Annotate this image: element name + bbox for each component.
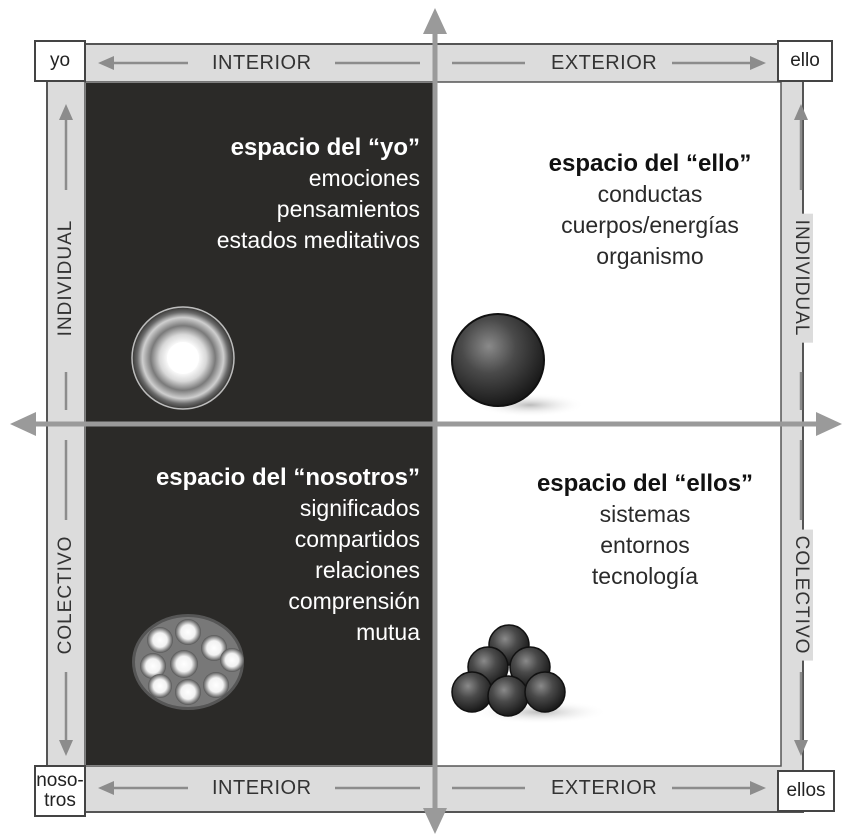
dark-panel-lower	[86, 426, 435, 765]
bottom-exterior-label: EXTERIOR	[543, 775, 666, 801]
quadrant-ello-text: espacio del “ello” conductas cuerpos/ene…	[520, 148, 780, 272]
quadrant-ello-item: cuerpos/energías	[561, 212, 739, 238]
quadrant-nosotros-item: mutua	[356, 619, 420, 645]
quadrant-yo-title: espacio del “yo”	[230, 134, 420, 161]
quadrant-ello-item: organismo	[596, 243, 704, 269]
quadrant-ellos-item: sistemas	[599, 501, 691, 527]
quadrant-nosotros-item: compartidos	[294, 526, 420, 552]
quadrant-ello-title: espacio del “ello”	[548, 150, 752, 177]
vertical-axis	[423, 8, 447, 834]
left-individual-label: INDIVIDUAL	[54, 213, 78, 343]
solid-sphere-icon	[451, 313, 585, 417]
corner-nosotros-line2: tros	[44, 790, 76, 811]
top-frame-arrows	[98, 56, 766, 70]
quadrant-ello-item: conductas	[597, 181, 703, 207]
quadrant-nosotros-item: comprensión	[288, 588, 420, 614]
quadrant-ellos-title: espacio del “ellos”	[536, 470, 754, 497]
horizontal-axis	[10, 412, 842, 436]
quadrant-yo-text: espacio del “yo” emociones pensamientos …	[150, 132, 420, 256]
quadrant-ellos-text: espacio del “ellos” sistemas entornos te…	[515, 468, 775, 592]
quadrant-nosotros-title: espacio del “nosotros”	[155, 464, 420, 491]
left-frame-arrows	[59, 104, 73, 756]
right-individual-label: INDIVIDUAL	[789, 213, 813, 343]
bottom-frame-arrows	[98, 781, 766, 795]
corner-nosotros-line1: noso-	[36, 770, 84, 792]
right-colectivo-label: COLECTIVO	[789, 529, 813, 661]
corner-yo: yo	[34, 40, 86, 82]
quadrant-yo-item: pensamientos	[276, 196, 420, 222]
top-interior-label: INTERIOR	[204, 50, 320, 76]
corner-ellos: ellos	[777, 770, 835, 812]
corner-nosotros: noso- tros	[34, 765, 86, 817]
quadrant-yo-item: estados meditativos	[216, 227, 420, 253]
top-exterior-label: EXTERIOR	[543, 50, 666, 76]
quadrant-nosotros-text: espacio del “nosotros” significados comp…	[110, 462, 420, 648]
quadrant-yo-item: emociones	[308, 165, 420, 191]
sphere-pile-icon	[451, 624, 608, 724]
bottom-interior-label: INTERIOR	[204, 775, 320, 801]
quadrant-ellos-item: entornos	[600, 532, 690, 558]
glowing-orb-icon	[131, 306, 235, 410]
corner-ello: ello	[777, 40, 833, 82]
quadrant-nosotros-item: relaciones	[315, 557, 420, 583]
quadrant-nosotros-item: significados	[299, 495, 420, 521]
left-colectivo-label: COLECTIVO	[54, 529, 78, 661]
glowing-cluster-icon	[132, 614, 244, 710]
quadrant-ellos-item: tecnología	[591, 563, 699, 589]
right-frame-arrows	[794, 104, 808, 756]
